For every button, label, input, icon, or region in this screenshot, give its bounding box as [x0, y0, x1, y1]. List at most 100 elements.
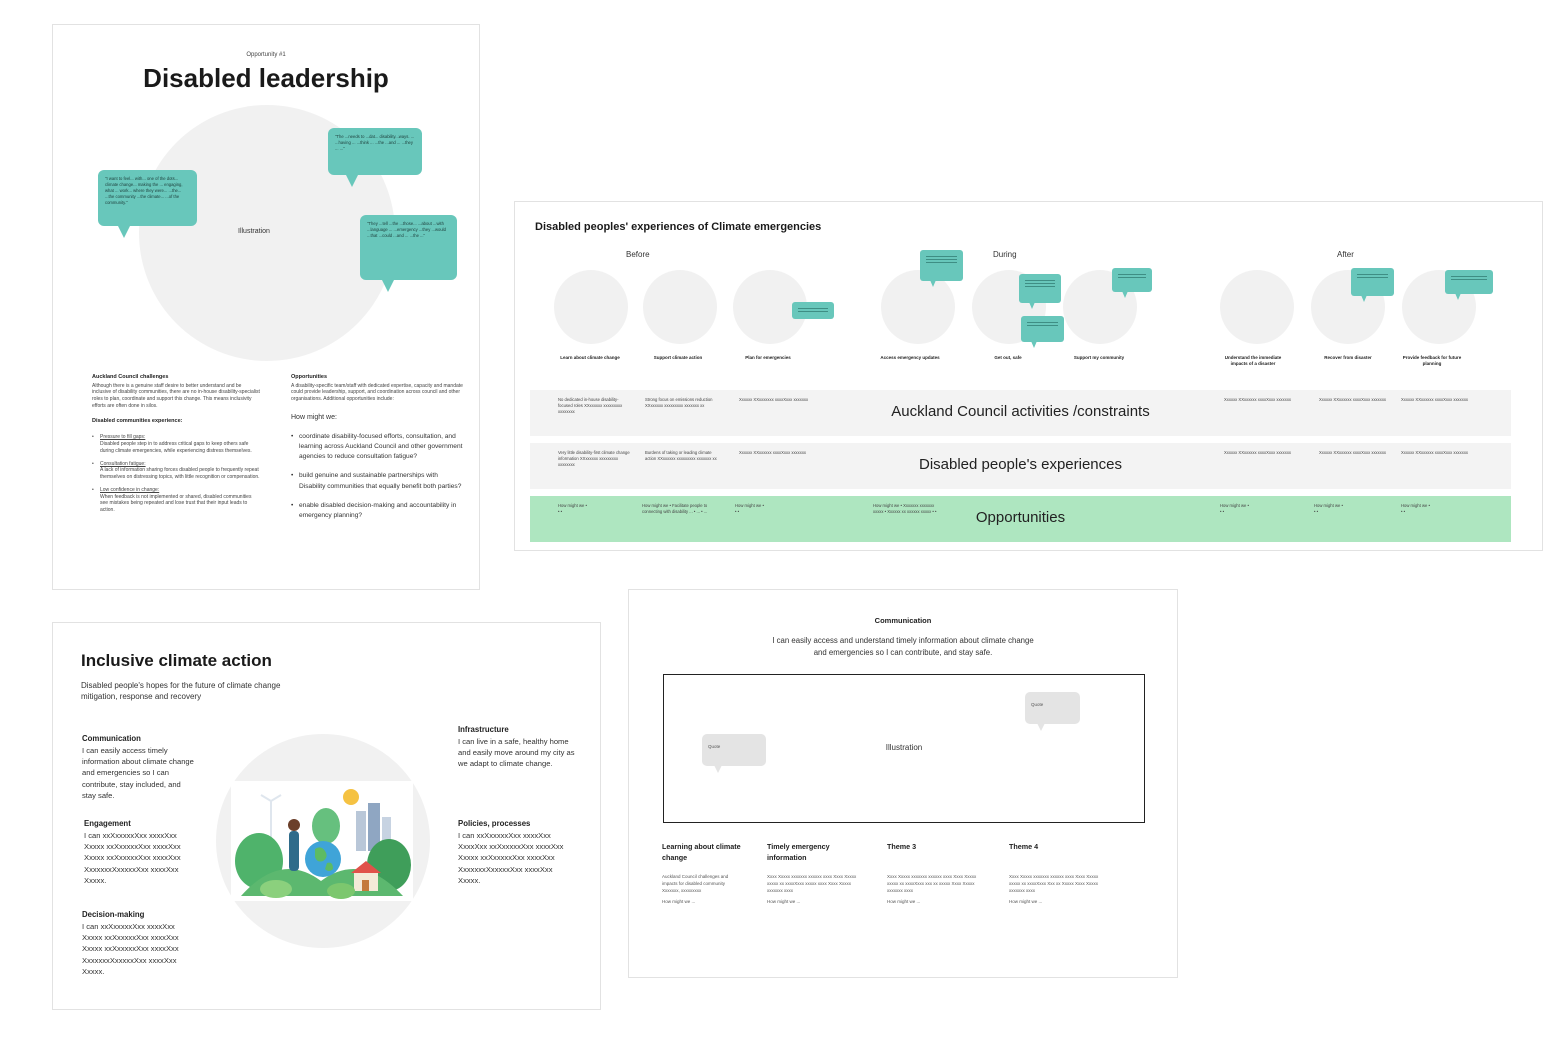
quote-bubble[interactable]: Quote — [1025, 692, 1080, 731]
quote-label: Quote — [1031, 702, 1044, 707]
section-engagement: Engagement I can xxXxxxxxXxx xxxxXxx Xxx… — [84, 818, 190, 887]
journey-step-label: Access emergency updates — [880, 355, 940, 360]
theme-how: How might we ... — [767, 899, 801, 905]
theme-title: Theme 3 — [887, 842, 917, 851]
swimlane-experiences: Very little disability-first climate cha… — [530, 443, 1511, 489]
opportunities-heading: Opportunities — [291, 374, 328, 380]
frame-communication[interactable]: Communication I can easily access and un… — [628, 589, 1178, 978]
lane-cell: Burdens of taking or leading climate act… — [645, 450, 717, 462]
step-image-placeholder — [881, 270, 955, 344]
theme-column: Learning about climate change Auckland C… — [662, 842, 744, 911]
theme-column: Theme 3 Xxxx Xxxxx xxxxxxx xxxxxx xxxx X… — [887, 842, 979, 911]
section-policies: Policies, processes I can xxXxxxxxXxx xx… — [458, 818, 564, 887]
lane-cell: No dedicated in-house disability-focused… — [558, 397, 623, 415]
section-title: Communication — [82, 734, 141, 743]
quote-note[interactable] — [792, 302, 834, 319]
bubble-tail — [382, 280, 394, 292]
experience-item-text: Disabled people step in to address criti… — [100, 441, 252, 454]
swimlane-label: Disabled people's experiences — [919, 456, 1122, 473]
frame-inclusive-climate-action[interactable]: Inclusive climate action Disabled people… — [52, 622, 601, 1010]
theme-body: Auckland Council challenges and impacts … — [662, 874, 729, 893]
quote-bubble[interactable]: "They ...tell ...the ...those... ...abou… — [360, 215, 457, 292]
step-image-placeholder — [554, 270, 628, 344]
theme-title: Learning about climate change — [662, 842, 741, 862]
opportunities-column: Opportunities A disability-specific team… — [291, 374, 466, 527]
description-line: I can easily access and understand timel… — [772, 636, 1034, 645]
experience-item: Pressure to fill gaps:Disabled people st… — [92, 434, 260, 454]
description-line: and emergencies so I can contribute, and… — [813, 647, 993, 657]
lane-cell: How might we • Facilitate people to conn… — [642, 503, 708, 515]
frame-title: Disabled peoples' experiences of Climate… — [535, 221, 822, 233]
quote-note[interactable] — [1019, 274, 1061, 309]
theme-how: How might we ... — [1009, 899, 1043, 905]
quote-note[interactable] — [1445, 270, 1493, 300]
frame-journey-map[interactable]: Disabled peoples' experiences of Climate… — [514, 201, 1543, 551]
quote-bubble[interactable]: "The ...needs to ...dat... disability...… — [328, 128, 422, 187]
lane-cell: Xxxxxx XXxxxxxx xxxxXxxx xxxxxxx — [1224, 397, 1292, 402]
section-infrastructure: Infrastructure I can live in a safe, hea… — [458, 724, 576, 770]
theme-body: Xxxx Xxxxx xxxxxxx xxxxxx xxxx Xxxx Xxxx… — [767, 874, 857, 893]
quote-note[interactable] — [1112, 268, 1152, 298]
section-title: Engagement — [84, 819, 131, 828]
section-decision-making: Decision-making I can xxXxxxxxXxx xxxxXx… — [82, 909, 188, 978]
lane-cell: Xxxxxx XXxxxxxx xxxxXxxx xxxxxxx — [1224, 450, 1292, 455]
lane-cell: Xxxxxx XXxxxxxx xxxxXxxx xxxxxxx — [1401, 450, 1469, 455]
phase-before: Before — [626, 250, 650, 259]
illustration-label: Illustration — [238, 228, 270, 235]
lane-cell: Strong focus on emissions reduction XXxx… — [645, 397, 713, 409]
swimlane-council: No dedicated in-house disability-focused… — [530, 390, 1511, 436]
section-title: Policies, processes — [458, 819, 531, 828]
journey-step-label: Plan for emergencies — [745, 355, 791, 360]
quote-note[interactable] — [920, 250, 963, 287]
lane-cell: Xxxxxx XXxxxxxx xxxxXxxx xxxxxxx — [1401, 397, 1469, 402]
journey-step-label: Learn about climate change — [560, 355, 620, 360]
section-communication: Communication I can easily access timely… — [82, 733, 194, 802]
section-text: I can easily access timely information a… — [82, 745, 194, 801]
section-text: I can live in a safe, healthy home and e… — [458, 736, 575, 769]
lane-cell: Xxxxxx XXxxxxxx xxxxXxxx xxxxxxx — [1319, 450, 1387, 455]
experience-item: Consultation fatigue:A lack of informati… — [92, 461, 260, 481]
quote-text: "I want to feel... with... one of the do… — [105, 176, 183, 206]
step-image-placeholder — [1220, 270, 1294, 344]
lane-cell: Xxxxxx XXxxxxxx xxxxXxxx xxxxxxx — [739, 450, 807, 455]
hmw-item: build genuine and sustainable partnershi… — [291, 471, 466, 491]
section-text: I can xxXxxxxxXxx xxxxXxx Xxxxx xxXxxxxx… — [84, 830, 181, 886]
lane-cell: How might we • • • — [558, 503, 587, 515]
bubble-tail — [118, 226, 130, 238]
frame-title: Communication — [874, 616, 932, 625]
opportunities-body: A disability-specific team/staff with de… — [291, 382, 463, 403]
section-title: Infrastructure — [458, 725, 509, 734]
challenges-body: Although there is a genuine staff desire… — [92, 382, 260, 409]
quote-label: Quote — [708, 744, 721, 749]
step-image-placeholder — [643, 270, 717, 344]
quote-note[interactable] — [1021, 316, 1064, 348]
frame-disabled-leadership[interactable]: Opportunity #1 Disabled leadership Illus… — [52, 24, 480, 590]
frame-title: Inclusive climate action — [81, 651, 272, 670]
how-might-we-label: How might we: — [291, 413, 337, 421]
journey-step-label: Support my community — [1073, 355, 1125, 360]
quote-text: "The ...needs to ...dat... disability...… — [335, 134, 415, 152]
illustration-frame: Illustration Quote Quote — [663, 674, 1145, 823]
phase-during: During — [993, 250, 1017, 259]
lane-cell: How might we • • • — [1401, 503, 1430, 515]
quote-note[interactable] — [1351, 268, 1394, 302]
opportunity-kicker: Opportunity #1 — [246, 52, 286, 58]
journey-step-label: Understand the immediate impacts of a di… — [1224, 355, 1282, 367]
phase-after: After — [1337, 250, 1354, 259]
illustration-label: Illustration — [885, 743, 923, 752]
lane-cell: Xxxxxx XXxxxxxxx xxxxXxxx xxxxxxx — [739, 397, 809, 402]
experience-item-title: Consultation fatigue: — [100, 460, 146, 467]
theme-column: Timely emergency information Xxxx Xxxxx … — [767, 842, 859, 911]
experience-item-title: Low confidence in change: — [100, 486, 160, 493]
swimlane-label: Opportunities — [975, 509, 1066, 526]
lane-cell: How might we • • • — [1314, 503, 1343, 515]
frame-description: I can easily access and understand timel… — [629, 635, 1177, 658]
challenges-heading: Auckland Council challenges — [92, 374, 169, 380]
hmw-item: coordinate disability-focused efforts, c… — [291, 432, 466, 463]
journey-step-label: Support climate action — [653, 355, 703, 360]
experience-item: Low confidence in change:When feedback i… — [92, 487, 260, 514]
section-text: I can xxXxxxxxXxx xxxxXxx XxxxXxx xxXxxx… — [458, 830, 564, 886]
quote-bubble[interactable]: "I want to feel... with... one of the do… — [98, 170, 197, 238]
quote-bubble[interactable]: Quote — [702, 734, 766, 773]
experience-item-text: When feedback is not implemented or shar… — [100, 493, 252, 514]
